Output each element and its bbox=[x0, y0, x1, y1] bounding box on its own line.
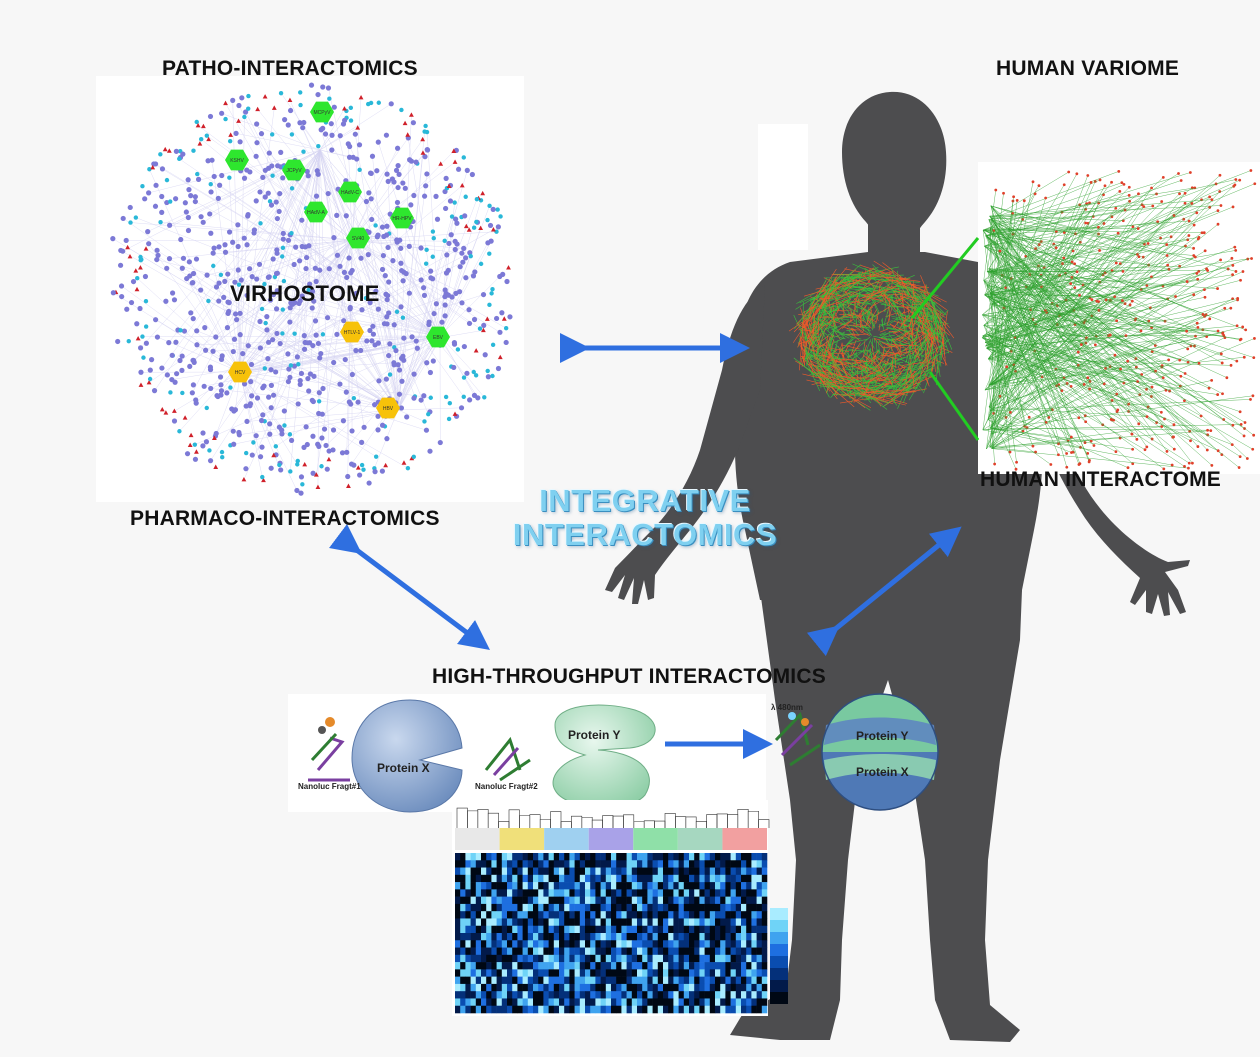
arrow-highthroughput-to-human bbox=[806, 526, 962, 657]
heatmap-color-scale bbox=[770, 908, 788, 1004]
virus-node-kshv: KSHV bbox=[225, 149, 249, 171]
virus-node-mcpyv: MCPyV bbox=[310, 101, 334, 123]
svg-text:HAdV-A: HAdV-A bbox=[307, 210, 325, 216]
svg-text:HR-HPV: HR-HPV bbox=[392, 216, 412, 222]
svg-text:HAdV-C: HAdV-C bbox=[341, 190, 359, 196]
nanoluc-fragment1-shape bbox=[308, 717, 350, 782]
protein-y-shape bbox=[552, 704, 656, 809]
svg-text:JCPyV: JCPyV bbox=[286, 168, 302, 174]
patho-interactomics-label: PATHO-INTERACTOMICS bbox=[162, 57, 418, 80]
complex-nanoluc-shape bbox=[774, 712, 821, 767]
virus-node-hcv: HCV bbox=[228, 361, 252, 383]
protein-x-label: Protein X bbox=[377, 761, 430, 775]
virus-node-jcpyv: JCPyV bbox=[282, 159, 306, 181]
virus-node-sv40: SV40 bbox=[346, 227, 370, 249]
arrow-pharmaco-to-highthroughput bbox=[329, 524, 490, 650]
virhostome-label: VIRHOSTOME bbox=[230, 281, 380, 306]
virus-node-hr-hpv: HR-HPV bbox=[390, 207, 414, 229]
nanoluc-fragment2-label: Nanoluc Fragt#2 bbox=[475, 782, 538, 791]
svg-text:SV40: SV40 bbox=[352, 236, 364, 242]
virus-node-ebv: EBV bbox=[426, 326, 450, 348]
protein-y-label: Protein Y bbox=[568, 728, 621, 742]
human-variome-label: HUMAN VARIOME bbox=[996, 57, 1180, 80]
pharmaco-interactomics-label: PHARMACO-INTERACTOMICS bbox=[130, 507, 440, 530]
complex-protein-x-label: Protein X bbox=[856, 765, 909, 779]
virus-node-hbv: HBV bbox=[376, 397, 400, 419]
wavelength-label: λ 480nm bbox=[771, 703, 804, 712]
virus-node-hadv-a: HAdV-A bbox=[304, 201, 328, 223]
svg-text:KSHV: KSHV bbox=[230, 158, 244, 164]
integrative-interactomics-title: INTEGRATIVE INTERACTOMICS bbox=[500, 484, 790, 552]
virus-node-hadv-c: HAdV-C bbox=[338, 181, 362, 203]
virus-node-htlv-1: HTLV-1 bbox=[340, 321, 364, 343]
svg-text:HTLV-1: HTLV-1 bbox=[344, 330, 361, 336]
complex-protein-y-label: Protein Y bbox=[856, 729, 909, 743]
high-throughput-label: HIGH-THROUGHPUT INTERACTOMICS bbox=[432, 665, 826, 688]
svg-text:MCPyV: MCPyV bbox=[314, 110, 332, 116]
chest-interactome-hairball bbox=[788, 260, 955, 411]
svg-text:EBV: EBV bbox=[433, 335, 444, 341]
nanoluc-fragment1-label: Nanoluc Fragt#1 bbox=[298, 782, 361, 791]
integrative-line2: INTERACTOMICS bbox=[512, 517, 778, 552]
svg-text:HCV: HCV bbox=[235, 370, 246, 376]
nanoluc-fragment2-shape bbox=[484, 736, 531, 782]
protein-x-shape bbox=[351, 699, 463, 813]
integrative-line1: INTEGRATIVE bbox=[539, 483, 751, 518]
human-interactome-label: HUMAN INTERACTOME bbox=[980, 468, 1222, 491]
heatmap-dendrogram bbox=[456, 807, 770, 828]
human-interactome-network bbox=[981, 169, 1257, 471]
svg-text:HBV: HBV bbox=[383, 406, 394, 412]
protein-complex-sphere bbox=[821, 693, 939, 811]
